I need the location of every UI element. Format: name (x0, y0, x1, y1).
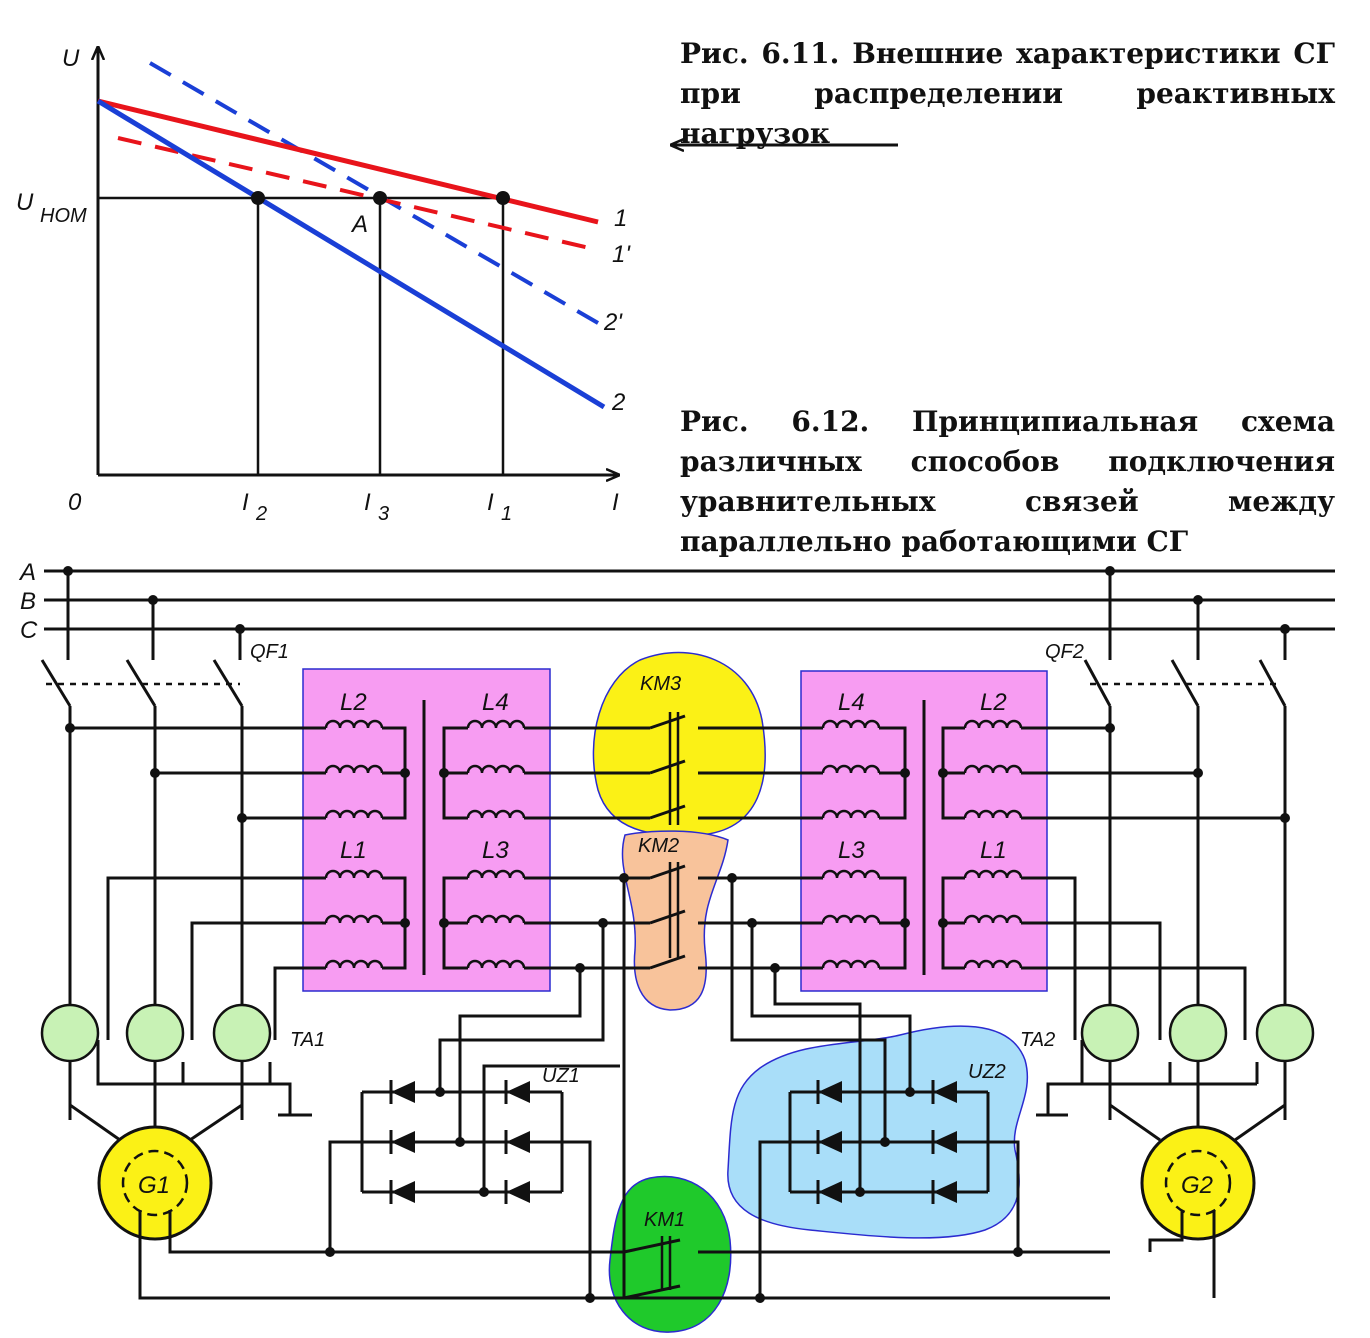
right-l2-label: L2 (980, 689, 1007, 716)
uz2-zone (727, 1025, 1029, 1239)
i1-label: I (487, 489, 494, 516)
curve-2 (96, 98, 606, 410)
busbars: A B C (18, 559, 1335, 644)
ta2-transformers: TA2 (1020, 1003, 1315, 1117)
u-axis-label: U (62, 45, 80, 72)
i3-label: I (364, 489, 371, 516)
caption-text: Внешние характеристики СГ при распределе… (680, 37, 1336, 150)
curve-2-dashed (148, 61, 600, 325)
bus-b-label: B (20, 588, 36, 615)
uz2-label: UZ2 (968, 1061, 1006, 1083)
ta2-coil-a (1080, 1003, 1140, 1063)
left-l4-label: L4 (482, 689, 509, 716)
right-reactor-coils: L4 L2 L3 L1 (821, 689, 1023, 975)
curve-1 (97, 98, 599, 225)
km3-label: KM3 (640, 673, 681, 695)
point-i2 (251, 191, 265, 205)
figure-6-12-schematic: A B C QF1 (18, 559, 1335, 1333)
generator-g2: G2 (755, 1060, 1287, 1303)
figure-6-12-caption: Рис. 6.12. Принципиальная схема различны… (680, 402, 1335, 562)
u-nom-label: U (16, 189, 34, 216)
ta2-label: TA2 (1020, 1029, 1055, 1051)
left-l3-label: L3 (482, 837, 509, 864)
km2-zone (621, 830, 729, 1011)
point-i1 (496, 191, 510, 205)
qf2-label: QF2 (1045, 641, 1084, 663)
km1-label: KM1 (644, 1209, 685, 1231)
curve-2p-label: 2' (603, 309, 623, 336)
point-a (373, 191, 387, 205)
generator-g1: G1 (68, 1060, 1110, 1303)
left-reactor-block (302, 668, 551, 992)
i2-label: I (242, 489, 249, 516)
right-l4-label: L4 (838, 689, 865, 716)
i2-subscript: 2 (255, 503, 267, 525)
km2-contactor: KM2 (638, 835, 686, 970)
left-l1-label: L1 (340, 837, 367, 864)
curve-1p-label: 1' (612, 241, 631, 268)
km2-label: KM2 (638, 835, 679, 857)
curve-2-label: 2 (611, 389, 625, 416)
ta1-label: TA1 (290, 1029, 325, 1051)
i1-subscript: 1 (501, 503, 512, 525)
ta1-transformers: TA1 (40, 1003, 325, 1117)
bus-a-label: A (18, 559, 36, 586)
left-wiring (65, 723, 650, 1298)
right-wiring (698, 723, 1290, 1192)
figure-6-11-caption: Рис. 6.11. Внешние характеристики СГ при… (680, 34, 1335, 154)
i3-subscript: 3 (378, 503, 389, 525)
uz2-rectifier: UZ2 (758, 1061, 1020, 1298)
ta1-coil-c (212, 1003, 272, 1063)
ta2-coil-c (1255, 1003, 1315, 1063)
right-l3-label: L3 (838, 837, 865, 864)
bus-c-label: C (20, 617, 38, 644)
figure-6-11-plot: U I 0 U НОМ A I 2 I 3 I 1 1 1' 2' 2 (16, 45, 631, 525)
g2-label: G2 (1181, 1172, 1213, 1199)
g1-label: G1 (138, 1172, 170, 1199)
uz1-label: UZ1 (542, 1065, 580, 1087)
curve-1-dashed (117, 136, 599, 252)
ta2-coil-b (1168, 1003, 1228, 1063)
qf1-label: QF1 (250, 641, 289, 663)
u-nom-subscript: НОМ (40, 205, 87, 227)
right-l1-label: L1 (980, 837, 1007, 864)
caption-number: Рис. 6.12. (680, 405, 870, 438)
curve-1-label: 1 (614, 205, 627, 232)
left-reactor-coils: L2 L4 L1 L3 (324, 689, 526, 975)
left-l2-label: L2 (340, 689, 367, 716)
i-axis-label: I (612, 489, 619, 516)
caption-text: Принципиальная схема различных способов … (680, 405, 1335, 558)
ta1-coil-b (125, 1003, 185, 1063)
km3-contactor: KM3 (640, 673, 686, 825)
ta1-coil-a (40, 1003, 100, 1063)
uz1-rectifier: UZ1 (328, 1064, 620, 1298)
origin-label: 0 (68, 489, 82, 516)
caption-number: Рис. 6.11. (680, 37, 840, 70)
point-a-label: A (350, 211, 368, 238)
